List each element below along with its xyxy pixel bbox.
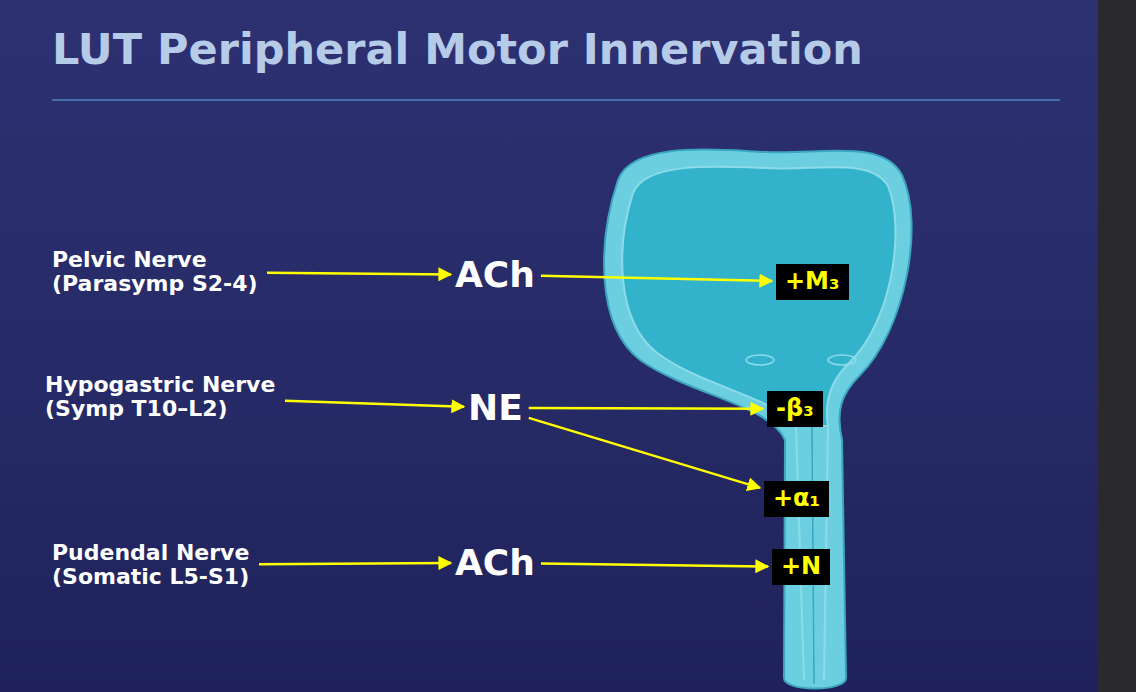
receptor-box: +N — [772, 549, 830, 585]
transmitter-label: NE — [468, 388, 523, 428]
node-text: Hypogastric Nerve (Symp T10–L2) — [45, 373, 279, 421]
receptor-box: +α₁ — [764, 481, 829, 517]
side-strip — [1098, 0, 1136, 692]
bladder-wall — [604, 149, 912, 688]
node-text: Pelvic Nerve (Parasymp S2-4) — [52, 248, 261, 296]
node-text: Pudendal Nerve (Somatic L5-S1) — [52, 541, 253, 589]
transmitter-label: ACh — [455, 543, 535, 583]
title-rule — [52, 99, 1060, 101]
node-text: +α₁ — [773, 484, 820, 513]
ureteric-orifice — [746, 355, 774, 365]
transmitter-label: ACh — [455, 255, 535, 295]
node-text: ACh — [455, 255, 535, 295]
innervation-arrow — [259, 563, 451, 564]
node-text: ACh — [455, 543, 535, 583]
innervation-arrow — [285, 401, 464, 407]
nerve-label: Hypogastric Nerve (Symp T10–L2) — [45, 373, 279, 421]
node-text: -β₃ — [776, 394, 814, 423]
slide-title: LUT Peripheral Motor Innervation — [52, 24, 863, 74]
nerve-label: Pudendal Nerve (Somatic L5-S1) — [52, 541, 253, 589]
innervation-arrow — [541, 276, 772, 281]
node-text: NE — [468, 388, 523, 428]
bladder-lumen — [622, 166, 895, 426]
node-text: +M₃ — [785, 267, 840, 296]
ureteric-orifice — [828, 355, 856, 365]
node-text: +N — [781, 552, 821, 581]
innervation-arrow — [267, 273, 451, 275]
innervation-arrow — [529, 407, 763, 410]
receptor-box: -β₃ — [767, 391, 823, 427]
receptor-box: +M₃ — [776, 264, 849, 300]
innervation-arrow — [529, 418, 760, 488]
nerve-label: Pelvic Nerve (Parasymp S2-4) — [52, 248, 261, 296]
innervation-arrow — [541, 563, 768, 566]
